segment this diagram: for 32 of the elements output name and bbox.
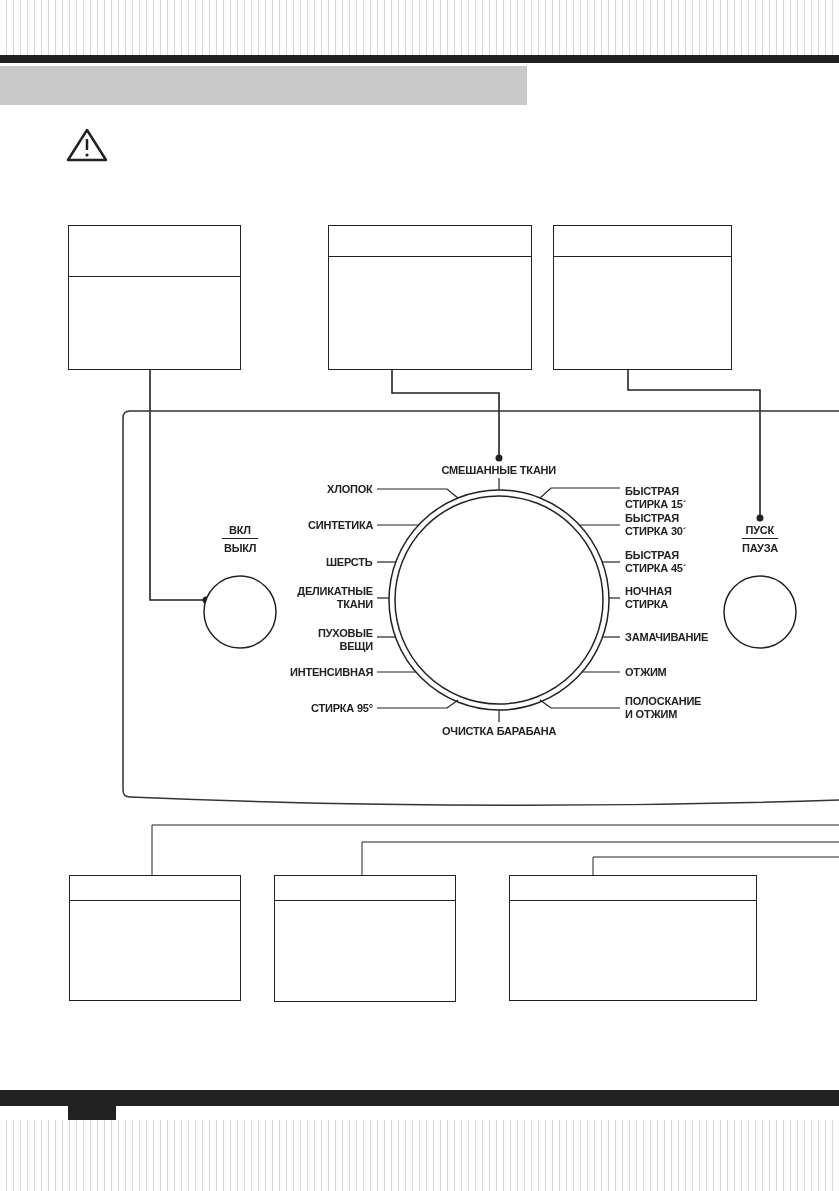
knob-label: ВЫКЛ (224, 541, 257, 555)
callout-box (328, 225, 532, 370)
callout-box (68, 225, 241, 370)
leader-line (391, 369, 503, 462)
knob-label: ПУСК (745, 523, 775, 537)
leader-line (627, 369, 764, 522)
program-label: СМЕШАННЫЕ ТКАНИ (441, 463, 557, 477)
program-label: ПУХОВЫЕ ВЕЩИ (317, 627, 373, 653)
program-label: СИНТЕТИКА (308, 518, 374, 532)
program-label: БЫСТРАЯ СТИРКА 30´ (625, 512, 688, 538)
program-label: ЗАМАЧИВАНИЕ (625, 630, 709, 644)
program-label: ИНТЕНСИВНАЯ (290, 665, 374, 679)
program-label: НОЧНАЯ СТИРКА (625, 585, 673, 611)
callout-box (274, 875, 456, 1002)
program-label: ХЛОПОК (327, 482, 373, 496)
callout-box (69, 875, 241, 1001)
section-title-band (0, 66, 527, 105)
program-label: БЫСТРАЯ СТИРКА 15´ (625, 485, 688, 511)
program-label: ОЧИСТКА БАРАБАНА (442, 724, 557, 738)
knob-label: ВКЛ (229, 523, 251, 537)
program-label: СТИРКА 95° (311, 701, 373, 715)
leader-line (151, 824, 839, 876)
callout-box (509, 875, 757, 1001)
program-label: БЫСТРАЯ СТИРКА 45´ (625, 549, 688, 575)
knob-label: ПАУЗА (742, 541, 779, 555)
leader-line (592, 856, 839, 876)
callout-box (553, 225, 732, 370)
program-label: ПОЛОСКАНИЕ И ОТЖИМ (625, 695, 703, 721)
leader-line (361, 841, 839, 876)
program-label: ДЕЛИКАТНЫЕ ТКАНИ (296, 585, 373, 611)
program-label: ОТЖИМ (625, 665, 667, 679)
program-label: ШЕРСТЬ (326, 555, 373, 569)
